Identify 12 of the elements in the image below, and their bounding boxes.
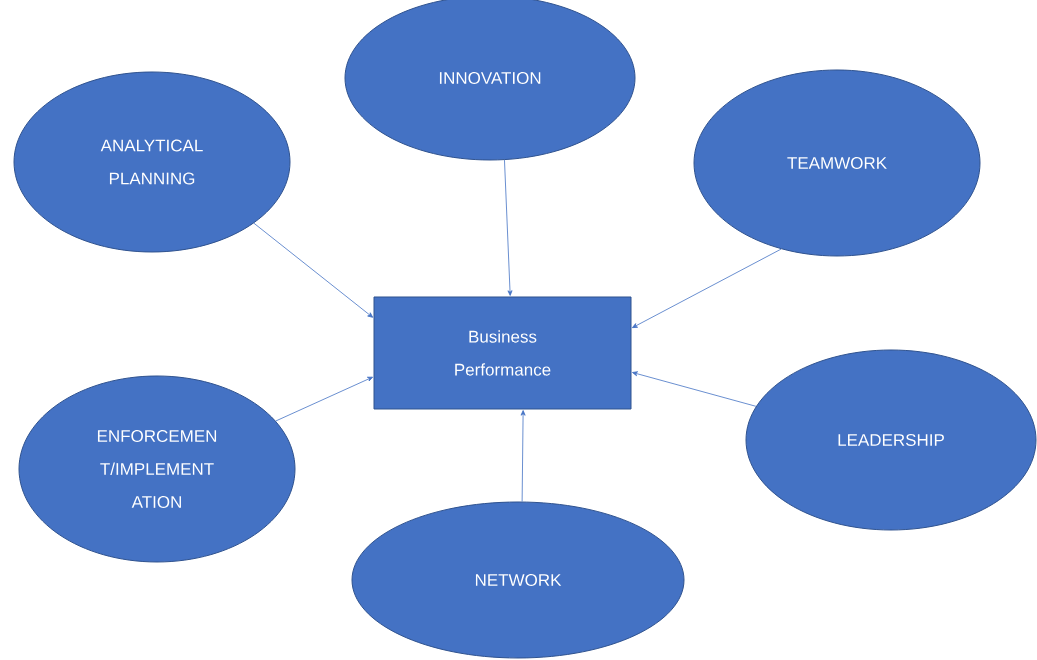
ellipse-node: ANALYTICAL PLANNING — [13, 71, 291, 253]
ellipse-node: LEADERSHIP — [745, 349, 1037, 531]
arrow — [504, 159, 513, 296]
ellipse-node: ENFORCEMEN T/IMPLEMENT ATION — [18, 375, 296, 563]
arrow — [275, 376, 373, 422]
arrow — [253, 222, 374, 318]
arrow — [632, 371, 757, 407]
arrow — [632, 248, 782, 329]
ellipse-node: TEAMWORK — [693, 69, 981, 257]
process-box: Business Performance — [373, 296, 632, 410]
arrow — [520, 410, 526, 502]
ellipse-node: NETWORK — [351, 501, 685, 659]
